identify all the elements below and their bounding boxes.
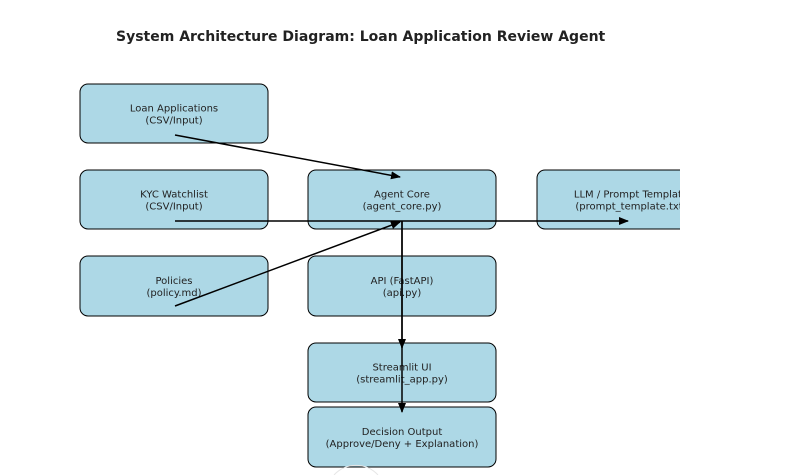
node-label-line1: KYC Watchlist — [140, 190, 208, 201]
node-label-line2: (policy.md) — [146, 288, 201, 299]
node-loan-applications: Loan Applications(CSV/Input) — [79, 83, 269, 144]
edge-loan-applications-to-agent-core — [174, 134, 401, 180]
edge-policies-to-agent-core — [174, 221, 401, 307]
node-decision-output: Decision Output(Approve/Deny + Explanati… — [307, 406, 497, 468]
node-box — [79, 83, 269, 144]
node-box — [536, 169, 680, 230]
node-label-line1: Loan Applications — [130, 104, 218, 115]
decorative-arc — [333, 464, 379, 475]
node-policies: Policies(policy.md) — [79, 255, 269, 317]
node-box — [79, 169, 269, 230]
node-label-line2: (agent_core.py) — [363, 202, 442, 213]
node-label-line2: (prompt_template.txt) — [575, 202, 686, 213]
node-label-line2: (CSV/Input) — [145, 116, 202, 127]
node-label-line1: Decision Output — [362, 427, 443, 438]
node-llm-prompt-template: LLM / Prompt Template(prompt_template.tx… — [536, 169, 688, 230]
node-label-line1: Policies — [156, 276, 193, 287]
node-label-line2: (CSV/Input) — [145, 202, 202, 213]
node-label-line1: LLM / Prompt Template — [574, 190, 688, 201]
node-label-line1: Agent Core — [374, 190, 430, 201]
node-kyc-watchlist: KYC Watchlist(CSV/Input) — [79, 169, 269, 230]
node-agent-core: Agent Core(agent_core.py) — [307, 169, 497, 230]
diagram-title: System Architecture Diagram: Loan Applic… — [116, 29, 606, 45]
node-box — [79, 255, 269, 317]
edges-layer — [174, 134, 629, 413]
node-label-line2: (Approve/Deny + Explanation) — [326, 439, 479, 450]
